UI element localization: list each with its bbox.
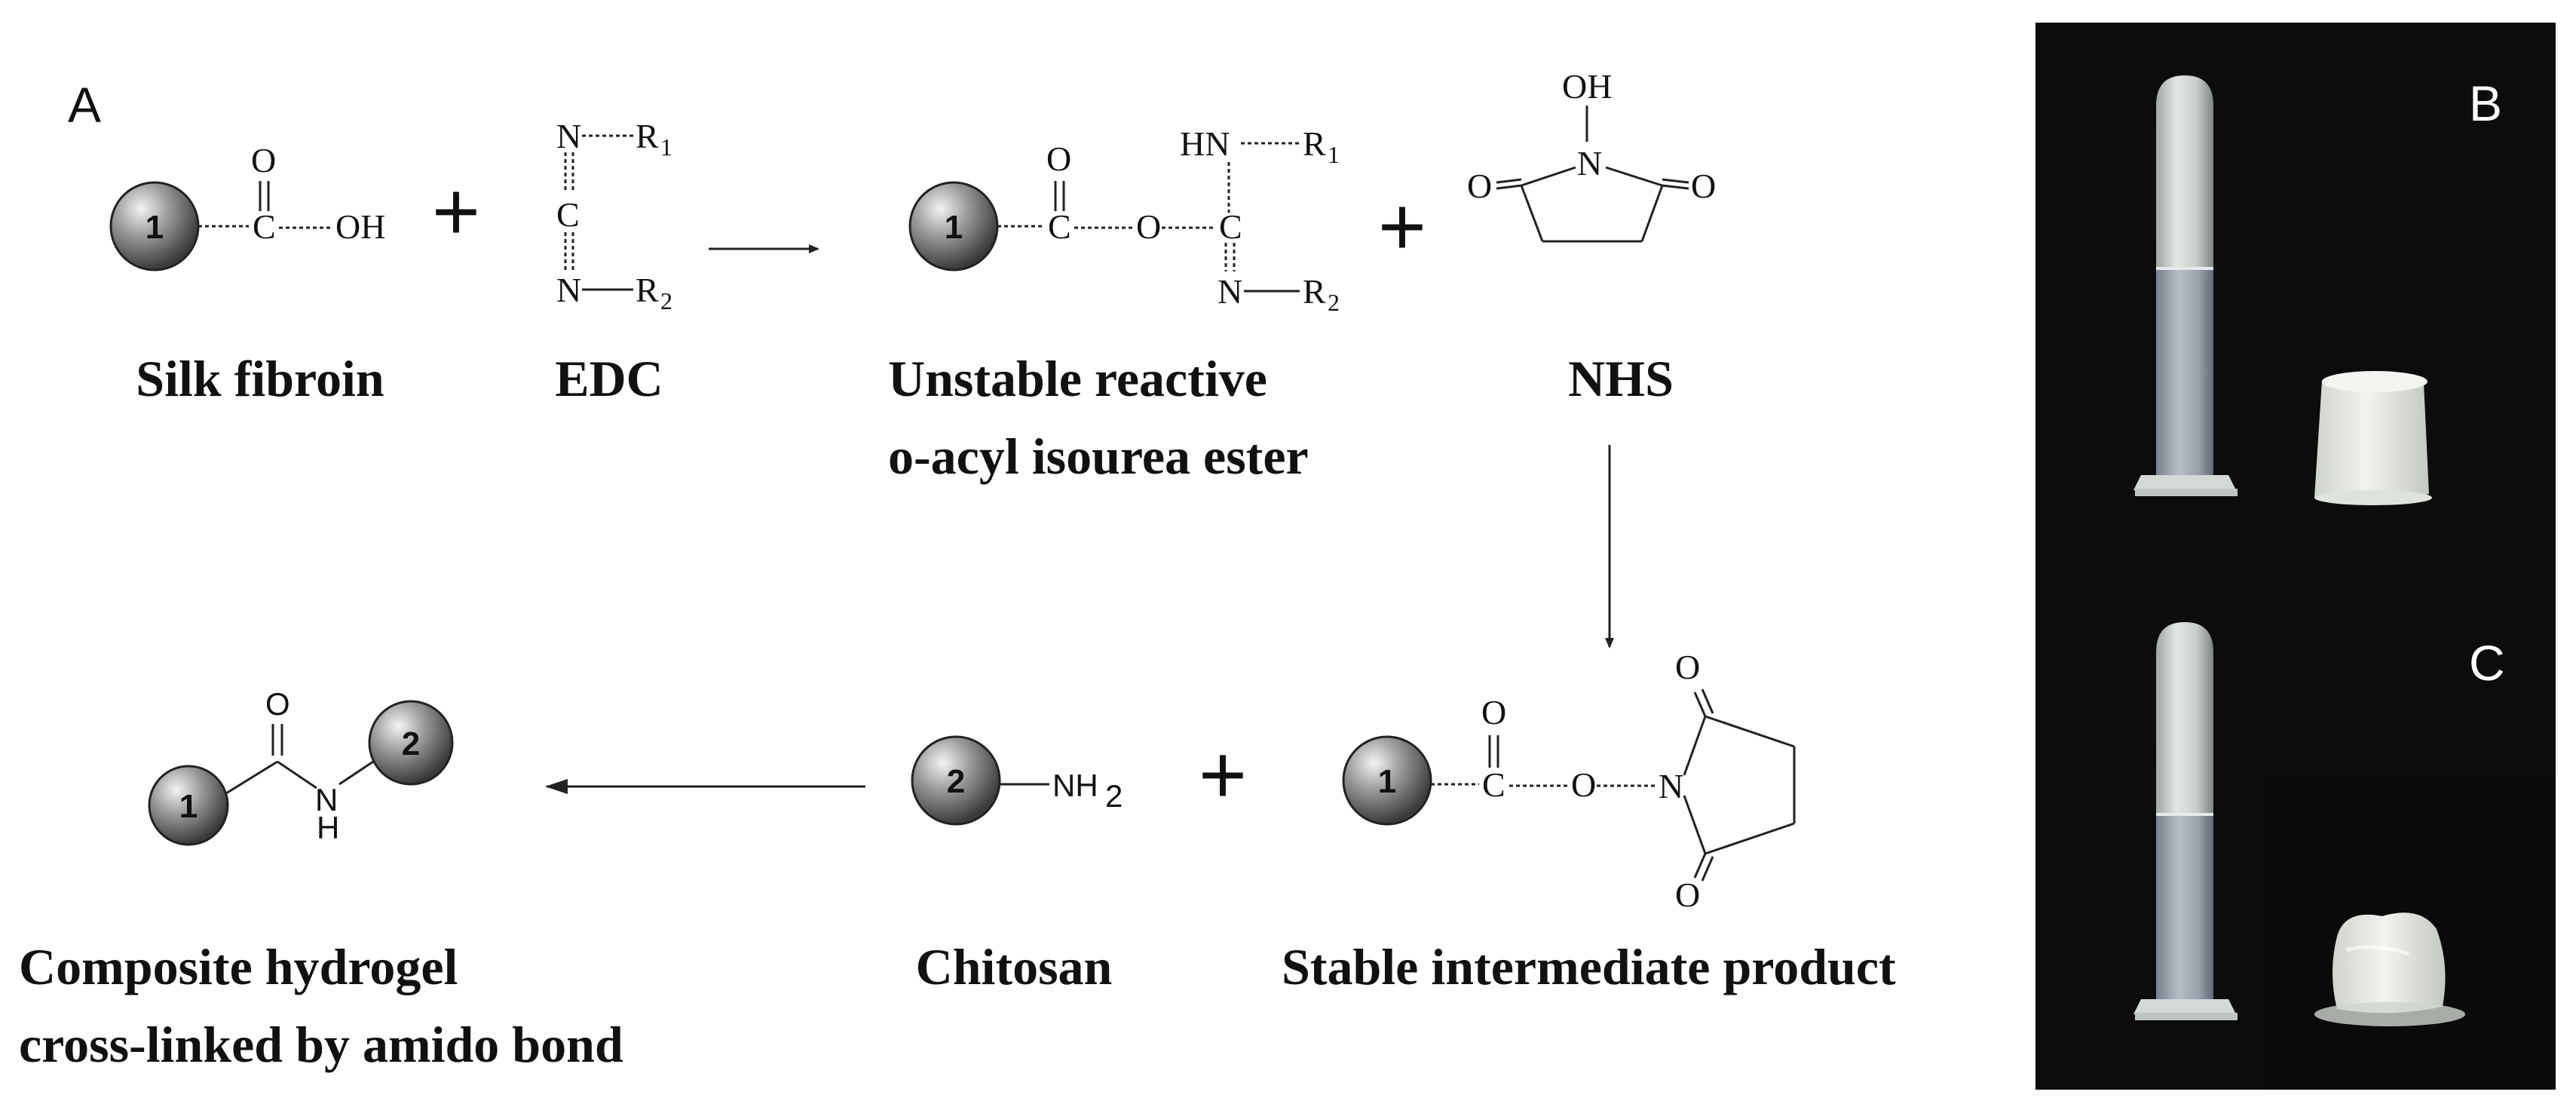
atom-c: C [556, 195, 580, 234]
caption-nhs: NHS [1568, 350, 1674, 407]
silk-fibroin-structure: 1 C O OH [109, 141, 385, 271]
bead-number: 1 [145, 209, 164, 246]
atom-nh: NH [1052, 768, 1098, 803]
subscript: 2 [660, 287, 672, 314]
photo-background [2035, 23, 2556, 554]
atom-o: O [1136, 207, 1161, 246]
atom-hn: HN [1180, 124, 1230, 163]
bead-number: 1 [179, 788, 198, 825]
caption-stable-intermediate: Stable intermediate product [1282, 938, 1896, 995]
photo-panel-c: C [2035, 554, 2556, 1090]
plus-sign: + [1199, 728, 1247, 821]
atom-r: R [636, 117, 659, 155]
caption-composite-hydrogel-line2: cross-linked by amido bond [19, 1016, 623, 1073]
bead-1 [148, 765, 229, 846]
atom-o: O [1046, 140, 1071, 178]
bead-number: 1 [945, 209, 963, 246]
atom-c: C [1482, 765, 1505, 804]
atom-r: R [1303, 124, 1326, 163]
caption-silk-fibroin: Silk fibroin [136, 350, 384, 407]
panel-label-a: A [68, 77, 101, 133]
atom-n: N [556, 271, 581, 309]
atom-n: N [1218, 272, 1242, 311]
bead-number: 2 [947, 763, 965, 800]
atom-n: N [1659, 767, 1683, 805]
atom-o: O [265, 686, 290, 722]
bead-number: 2 [402, 725, 420, 762]
bead-1 [1342, 735, 1432, 826]
atom-c: C [1219, 207, 1242, 246]
sample-tube [2133, 75, 2238, 496]
caption-unstable-ester-line2: o-acyl isourea ester [888, 428, 1309, 485]
subscript: 1 [660, 133, 672, 161]
bead-2 [368, 700, 454, 786]
atom-n: N [1577, 144, 1602, 182]
o-acyl-isourea-ester-structure: 1 C O O C HN R 1 N R 2 [908, 124, 1340, 316]
composite-hydrogel-structure: 1 O N H 2 [148, 686, 454, 846]
caption-unstable-ester-line1: Unstable reactive [888, 350, 1267, 407]
atom-o: O [1467, 167, 1492, 205]
atom-n: N [556, 117, 581, 155]
atom-o: O [1675, 875, 1700, 914]
atom-o: O [1691, 167, 1716, 205]
atom-o: O [251, 141, 276, 179]
atom-o: O [1481, 693, 1506, 731]
atom-o: O [1675, 648, 1700, 686]
sample-tube [2133, 622, 2238, 1020]
atom-oh: OH [335, 207, 385, 246]
stable-intermediate-structure: 1 C O O N O O [1342, 648, 1796, 914]
atom-c: C [253, 207, 276, 246]
bead-number: 1 [1378, 763, 1396, 800]
atom-r: R [1303, 272, 1326, 311]
panel-label-b: B [2469, 75, 2502, 131]
bead-2 [911, 735, 1001, 826]
atom-r: R [636, 271, 659, 309]
caption-composite-hydrogel-line1: Composite hydrogel [19, 938, 458, 995]
caption-chitosan: Chitosan [916, 938, 1113, 995]
atom-n: N [315, 782, 338, 817]
panel-label-c: C [2469, 635, 2505, 691]
nhs-structure: OH N O O [1467, 67, 1716, 243]
plus-sign: + [1378, 180, 1426, 273]
atom-h: H [317, 810, 339, 845]
atom-c: C [1048, 207, 1071, 246]
hydrogel-block [2314, 912, 2465, 1026]
caption-edc: EDC [555, 350, 663, 407]
photo-panel-b: B [2035, 23, 2556, 554]
chitosan-structure: 2 NH 2 [911, 735, 1123, 826]
hydrogel-block [2314, 371, 2432, 505]
edc-structure: N R 1 C N R 2 [556, 117, 672, 314]
subscript: 1 [1328, 141, 1340, 168]
subscript: 2 [1328, 289, 1340, 316]
subscript: 2 [1105, 778, 1123, 814]
atom-oh: OH [1562, 67, 1612, 106]
plus-sign: + [432, 165, 480, 258]
atom-o: O [1571, 765, 1596, 804]
